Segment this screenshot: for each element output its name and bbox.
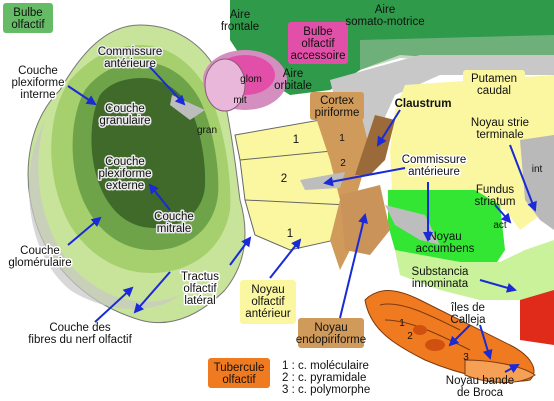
label-mit: mit [233, 95, 247, 106]
arrow-tractus [133, 271, 171, 314]
label-num-1: 1 [399, 318, 405, 329]
arrow-fundus [494, 204, 512, 224]
arrow-broca [504, 364, 520, 374]
label-box-putamen-caudal [463, 70, 525, 102]
internal-capsule [520, 135, 554, 230]
label-num-2: 2 [340, 158, 346, 169]
tubercle-line-1 [379, 303, 461, 331]
arrow-noyau-olfactif [269, 238, 302, 279]
arrow-glomerulaire [67, 216, 102, 246]
label-num-1: 1 [287, 228, 293, 240]
red-region [520, 290, 554, 345]
label-box-noyau-olfactif-anterieur [240, 280, 296, 324]
arrow-strie-terminale [509, 144, 537, 212]
label-num-1: 1 [339, 133, 345, 144]
label-num-3: 3 [463, 352, 469, 363]
arrow-claustrum [376, 109, 401, 147]
label-num-2: 2 [407, 331, 413, 342]
legend-item: 3 : c. polymorphe [282, 384, 370, 396]
legend-item: 1 : c. moléculaire [282, 360, 369, 372]
accumbens-region [388, 190, 505, 265]
arrow-commissure-top [149, 66, 186, 106]
bulb-glomerular-layer [29, 120, 181, 309]
label-box-cortex-piriforme [310, 92, 364, 120]
label-gran: gran [197, 125, 217, 136]
label-num-2: 2 [281, 173, 287, 185]
island-calleja-1 [425, 339, 445, 351]
cortex-band [360, 35, 554, 70]
legend-item: 2 : c. pyramidale [282, 372, 366, 384]
label-claustrum: Claustrum [395, 98, 452, 110]
bulb-granular [91, 78, 206, 228]
broca-band-region [464, 359, 536, 383]
arrow-commissure-mid [323, 167, 406, 187]
island-calleja-2 [413, 325, 427, 335]
label-act: act [493, 220, 507, 231]
arrow-calleja-2 [479, 324, 493, 360]
white-matter [330, 55, 554, 165]
aon-divider-1 [239, 149, 343, 161]
arrow-plexiforme-interne [67, 85, 97, 106]
accessory-bulb-lobe [204, 58, 246, 112]
label-box-bulbe-olfactif-accessoire [288, 22, 348, 64]
label-box-bulbe-olfactif [3, 3, 53, 33]
claustrum-region [355, 115, 395, 175]
label-num-1: 1 [293, 134, 299, 146]
putamen-region [390, 75, 554, 230]
arrow-calleja [448, 324, 471, 347]
label-int: int [532, 164, 543, 175]
arrow-mitrale [148, 183, 171, 211]
label-box-tubercule-olfactif [208, 358, 270, 388]
label-glom: glom [240, 74, 262, 85]
arrow-fibres [94, 286, 134, 323]
aon-divider-2 [244, 199, 349, 206]
label-box-noyau-endopiriforme [298, 318, 364, 348]
arrow-tractus-2 [229, 236, 252, 266]
arrow-endopiriforme [339, 213, 368, 319]
arrow-innominata [479, 279, 517, 293]
